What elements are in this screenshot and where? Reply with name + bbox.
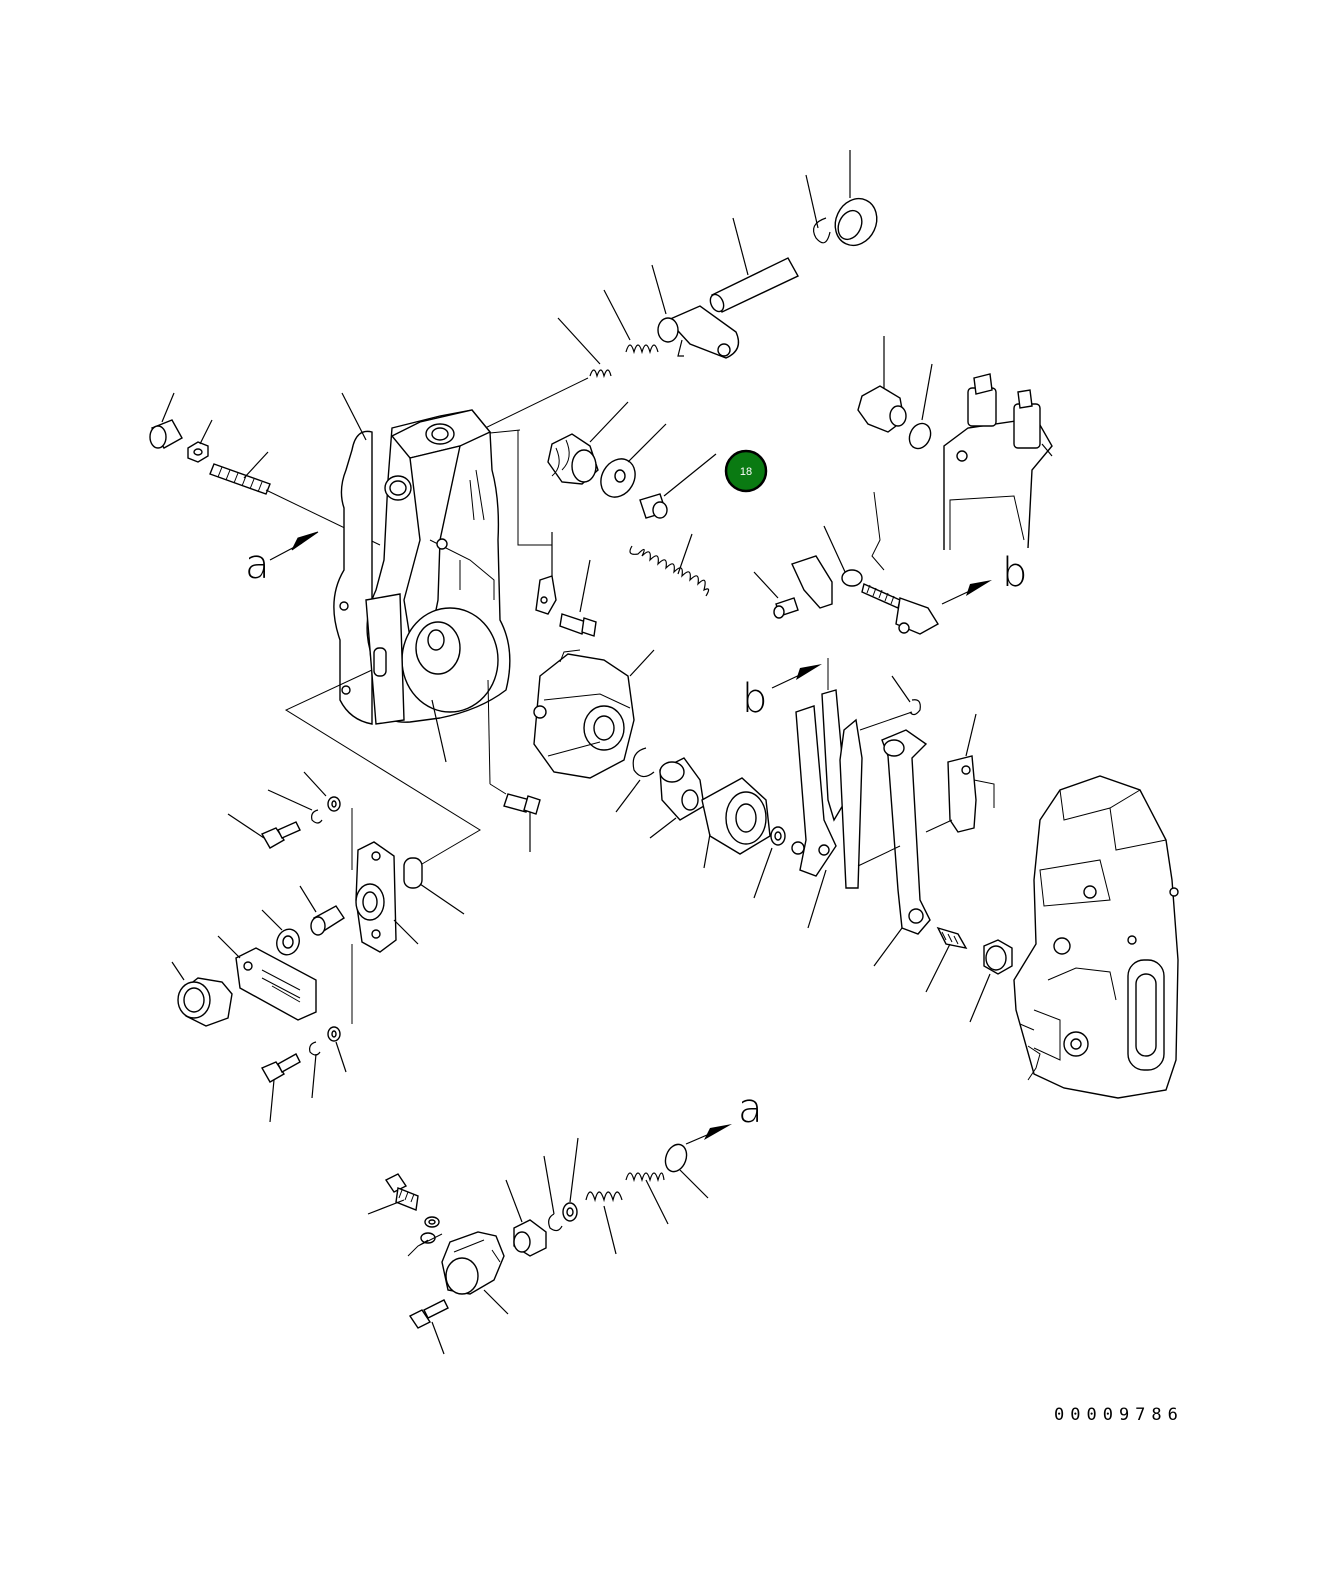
reference-letter-a: a [245, 542, 270, 588]
center-governor-parts [487, 649, 786, 899]
link-rod-group: b [753, 491, 1027, 635]
right-housing [1013, 775, 1179, 1099]
reference-letter-b-upper: b [1002, 550, 1027, 596]
left-lower-group [171, 669, 481, 1123]
left-stud-group [149, 392, 381, 546]
reference-letter-b-lower: b [742, 676, 767, 722]
left-main-housing [333, 392, 552, 763]
reference-a-upper: a [245, 531, 319, 588]
drawing-number: 00009786 [1054, 1405, 1184, 1425]
bottom-assembly: a [367, 1086, 763, 1355]
callout-18[interactable]: 18 [724, 449, 768, 493]
center-small-parts [535, 401, 717, 637]
top-shaft-assembly [439, 150, 878, 451]
top-right-connectors [857, 336, 1053, 550]
reference-letter-a-lower: a [738, 1086, 763, 1132]
callout-18-label: 18 [740, 466, 752, 478]
callout-18-marker[interactable] [724, 449, 768, 493]
lever-group: b [742, 658, 1013, 1023]
